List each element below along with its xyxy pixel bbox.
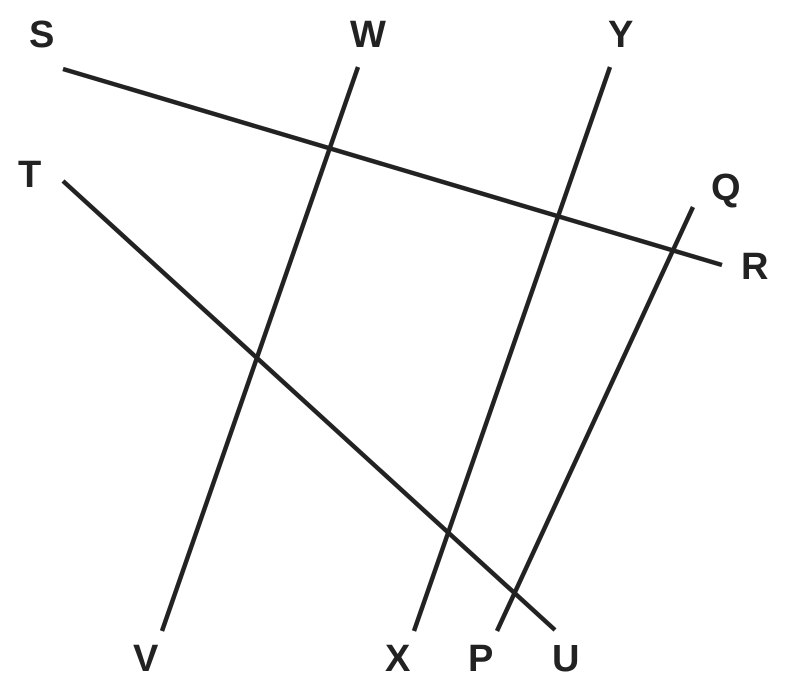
label-q: Q (711, 167, 741, 209)
label-w: W (350, 14, 386, 56)
label-s: S (29, 14, 54, 56)
segment-yx (411, 66, 613, 632)
segment-wv (159, 66, 361, 632)
label-p: P (468, 638, 493, 680)
label-v: V (133, 638, 159, 680)
label-u: U (552, 638, 579, 680)
segment-tu (61, 179, 557, 632)
label-t: T (18, 154, 41, 196)
label-y: Y (608, 14, 633, 56)
segment-sr (62, 66, 723, 268)
label-x: X (385, 638, 411, 680)
label-r: R (741, 246, 768, 288)
segment-qp (494, 206, 696, 632)
